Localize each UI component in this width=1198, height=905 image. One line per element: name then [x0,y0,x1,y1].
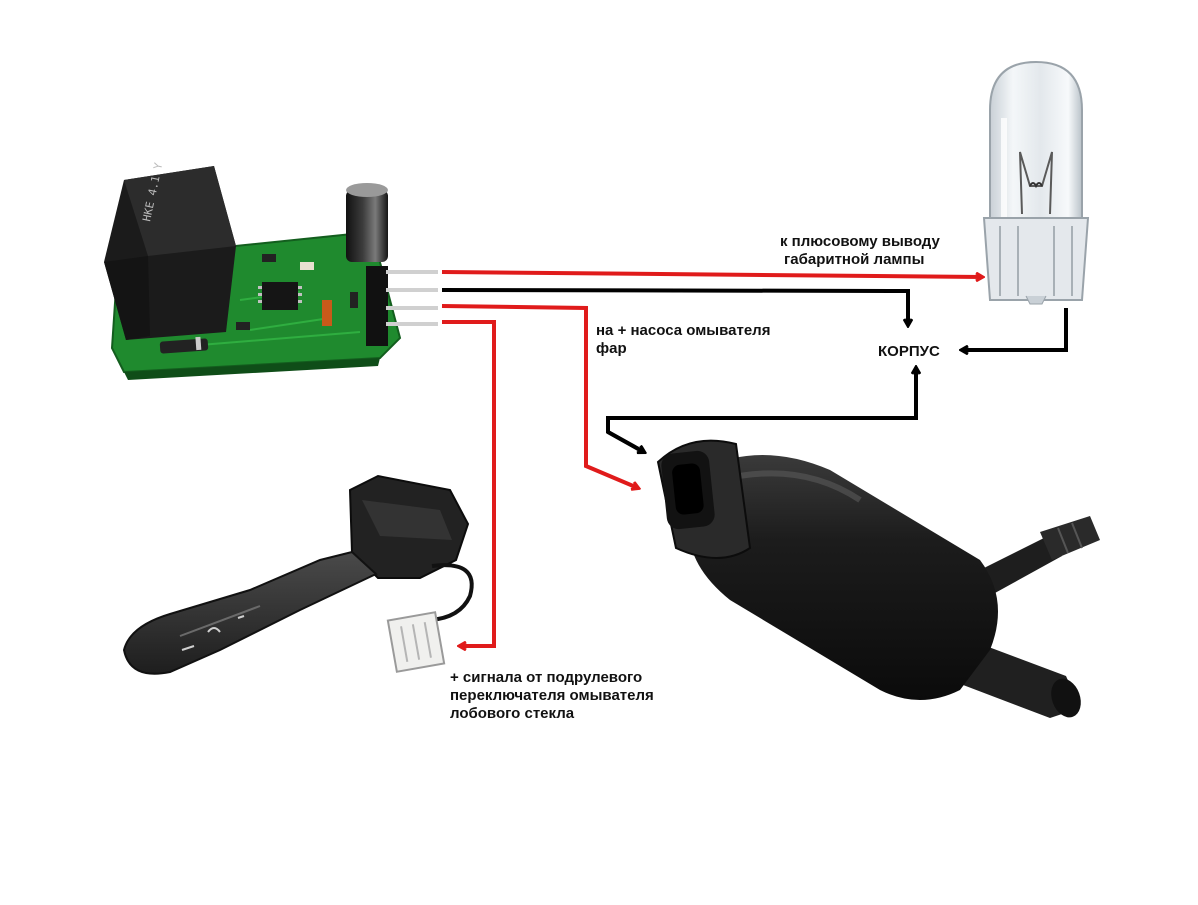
label-switch-signal-line2: переключателя омывателя [450,687,654,704]
steering-stalk [122,474,474,675]
wire-pump-ground [606,368,916,452]
wire-lamp-ground [962,308,1068,350]
relay-module: HKE 4.1 Y [104,161,438,380]
wire-lamp-positive [441,270,982,277]
label-ground-text: КОРПУС [878,343,940,360]
label-switch-signal: + сигнала от подрулевого переключателя о… [450,669,654,723]
wire-module-ground [441,288,908,325]
label-pump-positive-line2: фар [596,340,627,357]
label-switch-signal-line3: лобового стекла [450,705,575,722]
label-switch-signal-line1: + сигнала от подрулевого [450,669,643,686]
wire-pump-positive [441,304,638,488]
label-ground: КОРПУС [878,343,940,361]
label-pump-positive-line1: на + насоса омывателя [596,322,771,339]
wire-switch-signal [442,320,496,646]
label-lamp-positive-line1: к плюсовому выводу [780,233,940,250]
wire-pump-ground-arrow [607,430,644,452]
label-lamp-positive: к плюсовому выводу габаритной лампы [780,233,940,269]
label-lamp-positive-line2: габаритной лампы [784,251,925,268]
label-pump-positive: на + насоса омывателя фар [596,322,770,358]
washer-pump [656,439,1100,718]
w5w-lamp [982,60,1090,305]
